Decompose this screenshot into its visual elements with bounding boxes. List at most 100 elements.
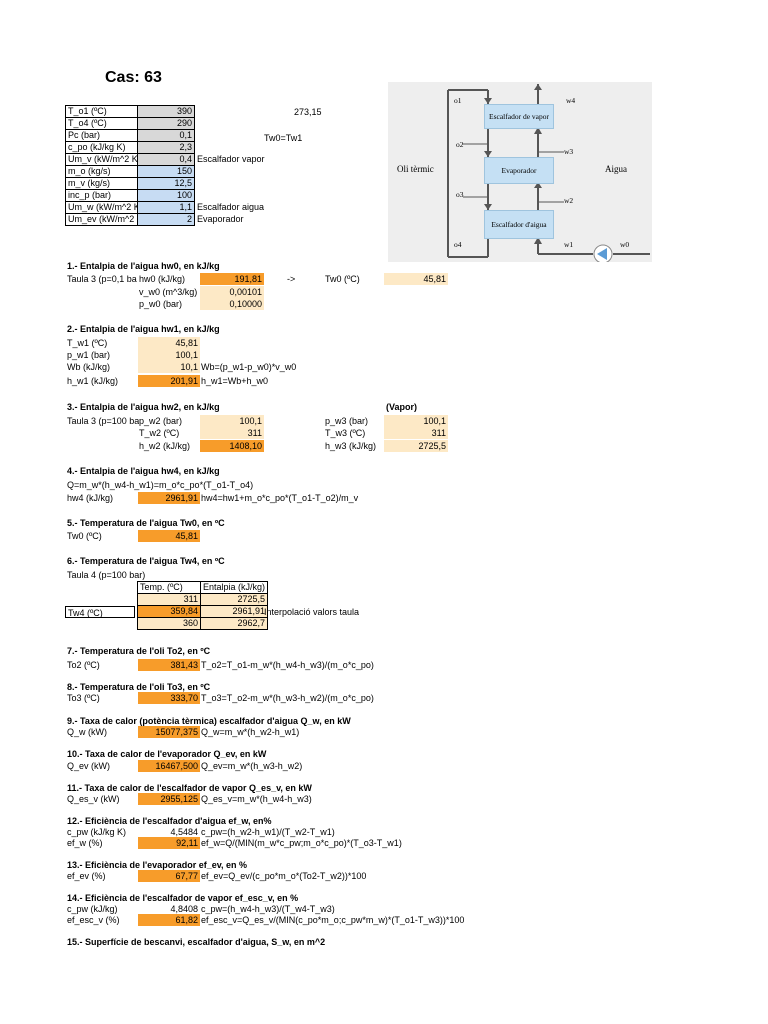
input-value[interactable]: 12,5 [137, 177, 195, 190]
s9-label: Q_w (kW) [67, 727, 107, 737]
input-note [195, 190, 268, 202]
input-label: m_o (kg/s) [65, 165, 138, 178]
process-diagram: Escalfador de vapor Evaporador Escalfado… [388, 82, 652, 262]
s8-value: 333,70 [138, 692, 200, 704]
s4-hw4-label: hw4 (kJ/kg) [67, 493, 114, 503]
s15-heading: 15.- Superfície de bescanvi, escalfador … [67, 937, 326, 947]
input-value[interactable]: 0,4 [137, 153, 195, 166]
s3-pw3-label: p_w3 (bar) [325, 416, 369, 426]
s1-taula: Taula 3 (p=0,1 ba [67, 274, 137, 284]
o4-label: o4 [454, 240, 462, 249]
input-value[interactable]: 2,3 [137, 141, 195, 154]
input-row: Pc (bar)0,1 [65, 129, 268, 142]
s12-ef-formula: ef_w=Q/(MIN(m_w*c_pw;m_o*c_po)*(T_o3-T_w… [201, 838, 402, 848]
s14-cpw-formula: c_pw=(h_w4-h_w3)/(T_w4-T_w3) [201, 904, 335, 914]
input-label: c_po (kJ/kg K) [65, 141, 138, 154]
input-note [195, 166, 268, 178]
input-value[interactable]: 0,1 [137, 129, 195, 142]
interp-r3-temp: 360 [137, 617, 201, 630]
s5-heading: 5.- Temperatura de l'aigua Tw0, en ºC [67, 518, 225, 528]
s13-formula: ef_ev=Q_ev/(c_po*m_o*(To2-T_w2))*100 [201, 871, 367, 881]
interp-table: Temp. (ºC) Entalpia (kJ/kg) 311 2725,5 3… [137, 581, 269, 630]
s12-ef-label: ef_w (%) [67, 838, 103, 848]
s3-hw3-value: 2725,5 [384, 440, 448, 452]
s2-wb-formula: Wb=(p_w1-p_w0)*v_w0 [201, 362, 297, 372]
s4-equation: Q=m_w*(h_w4-h_w1)=m_o*c_po*(T_o1-T_o4) [67, 480, 254, 490]
input-row: m_v (kg/s)12,5 [65, 177, 268, 190]
s1-pw0-label: p_w0 (bar) [139, 299, 183, 309]
input-value[interactable]: 150 [137, 165, 195, 178]
s13-heading: 13.- Eficiència de l'evaporador ef_ev, e… [67, 860, 248, 870]
input-row: c_po (kJ/kg K)2,3 [65, 141, 268, 154]
s1-tw0-label: Tw0 (ºC) [325, 274, 360, 284]
input-label: Pc (bar) [65, 129, 138, 142]
input-value[interactable]: 2 [137, 213, 195, 226]
input-value[interactable]: 1,1 [137, 201, 195, 214]
s1-vw0-value: 0,00101 [200, 286, 264, 298]
s3-pw3-value: 100,1 [384, 415, 448, 427]
s3-heading: 3.- Entalpia de l'aigua hw2, en kJ/kg [67, 402, 220, 412]
s8-label: To3 (ºC) [67, 693, 100, 703]
s2-pw1-label: p_w1 (bar) [67, 350, 111, 360]
input-note [195, 118, 268, 130]
s9-formula: Q_w=m_w*(h_w2-h_w1) [201, 727, 300, 737]
s2-hw1-label: h_w1 (kJ/kg) [67, 376, 119, 386]
water-label: Aigua [605, 164, 627, 174]
s12-ef-value: 92,11 [138, 837, 200, 849]
s9-heading: 9.- Taxa de calor (potència tèrmica) esc… [67, 716, 351, 726]
input-label: Um_v (kW/m^2 K [65, 153, 138, 166]
s7-formula: T_o2=T_o1-m_w*(h_w4-h_w3)/(m_o*c_po) [201, 660, 374, 670]
s12-cpw-value: 4,5484 [170, 827, 198, 837]
s9-value: 15077,375 [138, 726, 200, 738]
input-label: inc_p (bar) [65, 189, 138, 202]
interp-r2-enthalpy: 2961,91 [199, 605, 269, 618]
interp-r1-temp: 311 [137, 593, 201, 606]
s2-hw1-value: 201,91 [138, 375, 200, 387]
input-value[interactable]: 100 [137, 189, 195, 202]
w1-label: w1 [564, 240, 574, 249]
interp-col-temp: Temp. (ºC) [137, 581, 201, 594]
s5-tw0-value: 45,81 [138, 530, 200, 542]
water-heater-box: Escalfador d'aigua [484, 210, 554, 239]
page-title: Cas: 63 [105, 69, 162, 86]
s1-heading: 1.- Entalpia de l'aigua hw0, en kJ/kg [67, 261, 220, 271]
interp-col-enthalpy: Entalpia (kJ/kg) [199, 581, 269, 594]
s2-wb-value: 10,1 [138, 361, 200, 373]
s4-hw4-value: 2961,91 [138, 492, 200, 504]
thermal-oil-label: Oli tèrmic [397, 164, 434, 174]
input-note [195, 178, 268, 190]
input-label: T_o1 (ºC) [65, 105, 138, 118]
s10-value: 16467,500 [138, 760, 200, 772]
o1-label: o1 [454, 96, 462, 105]
s13-value: 67,77 [138, 870, 200, 882]
diagram-lines [447, 84, 650, 262]
input-value[interactable]: 390 [137, 105, 195, 118]
input-label: m_v (kg/s) [65, 177, 138, 190]
w3-label: w3 [564, 147, 574, 156]
o3-label: o3 [456, 190, 464, 199]
s4-hw4-formula: hw4=hw1+m_o*c_po*(T_o1-T_o2)/m_v [201, 493, 359, 503]
kelvin-offset: 273,15 [294, 107, 322, 117]
s14-ef-value: 61,82 [138, 914, 200, 926]
s12-heading: 12.- Eficiència de l'escalfador d'aigua … [67, 816, 272, 826]
s14-heading: 14.- Eficiència de l'escalfador de vapor… [67, 893, 299, 903]
s2-hw1-formula: h_w1=Wb+h_w0 [201, 376, 269, 386]
input-row: T_o4 (ºC)290 [65, 117, 268, 130]
input-label: Um_w (kW/m^2 K [65, 201, 138, 214]
s3-hw2-label: h_w2 (kJ/kg) [139, 441, 191, 451]
s6-taula: Taula 4 (p=100 bar) [67, 570, 146, 580]
s3-hw2-value: 1408,10 [200, 440, 264, 452]
s1-pw0-value: 0,10000 [200, 298, 264, 310]
interp-r2-temp: 359,84 [137, 605, 201, 618]
s3-pw2-value: 100,1 [200, 415, 264, 427]
input-value[interactable]: 290 [137, 117, 195, 130]
s7-label: To2 (ºC) [67, 660, 100, 670]
interp-r1-enthalpy: 2725,5 [199, 593, 269, 606]
s1-hw0-value: 191,81 [200, 273, 264, 285]
s1-vw0-label: v_w0 (m^3/kg) [139, 287, 198, 297]
input-note [195, 142, 268, 154]
s12-cpw-formula: c_pw=(h_w2-h_w1)/(T_w2-T_w1) [201, 827, 335, 837]
